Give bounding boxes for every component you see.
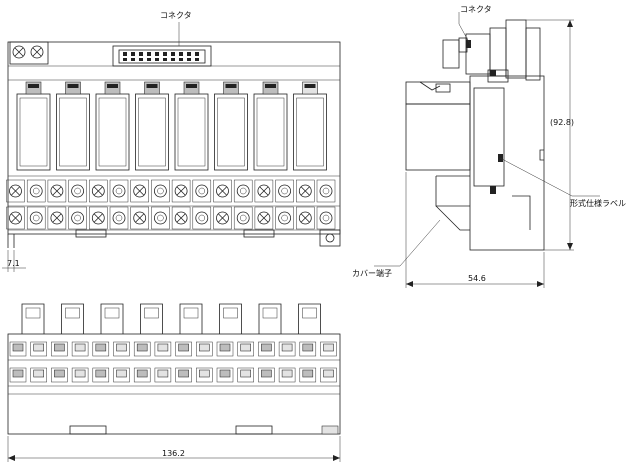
terminal-block [299,367,317,383]
terminal-block [51,341,68,357]
terminal-screw [68,179,87,203]
terminal-block [175,341,192,357]
terminal-screw [151,179,170,203]
depth-dimension: 54.6 [405,172,545,288]
relay [135,81,169,171]
terminal-block [154,367,172,383]
terminal-block [113,341,130,357]
terminal-screw [6,206,25,230]
terminal-screw [47,206,67,230]
terminal-block [299,341,317,357]
relay [293,81,327,171]
terminal-screw [254,206,274,230]
relay [174,81,209,171]
terminal-block [92,341,110,357]
terminal-screw [26,179,46,203]
terminal-screw [213,179,232,203]
height-dimension: (92.8) [526,19,574,251]
terminal-block [237,367,254,383]
terminal-block [258,367,275,383]
side-connector-label: コネクタ [460,5,492,14]
terminal-block [30,367,47,383]
front-connector [112,45,212,67]
terminal-block [154,341,172,357]
terminal-screw [26,206,46,230]
terminal-screw [130,206,149,230]
terminal-block [133,367,151,383]
top-screw-2 [30,45,44,59]
terminal-screw [89,206,108,230]
terminal-block [278,367,296,383]
terminal-screw [6,179,25,203]
terminal-screw [171,179,191,203]
pitch-dimension: 7.1 [2,250,26,272]
relay [95,81,130,171]
terminal-screw [109,206,129,230]
pitch-label: 7.1 [7,259,20,268]
width-label: 136.2 [162,449,185,458]
terminal-screw [316,206,336,230]
relay [214,81,248,171]
model-label-text: 形式仕様ラベル [570,198,626,208]
terminal-block [320,341,337,357]
terminal-screw [213,206,232,230]
terminal-screw [275,206,294,230]
depth-label: 54.6 [468,274,486,283]
terminal-block [92,367,110,383]
terminal-screw [296,179,315,203]
terminal-screw [47,179,67,203]
terminal-screw [316,179,336,203]
relay [253,81,288,171]
terminal-screw [233,179,253,203]
terminal-block [237,341,254,357]
terminal-block [320,367,337,383]
side-connector-callout: コネクタ [458,5,492,45]
terminal-screw [192,206,212,230]
terminal-block [9,341,27,357]
terminal-block [71,341,89,357]
terminal-block [51,367,68,383]
relay [16,81,51,171]
height-label: (92.8) [550,118,574,127]
cover-terminal-label: カバー端子 [352,268,392,278]
terminal-screw [109,179,129,203]
front-connector-callout: コネクタ [160,11,192,46]
front-view [6,41,341,248]
terminal-block [113,367,130,383]
bottom-view [7,303,341,435]
terminal-screw [254,179,274,203]
terminal-block [216,367,234,383]
terminal-block [175,367,192,383]
terminal-block [30,341,47,357]
terminal-block [133,341,151,357]
terminal-block [9,367,27,383]
cover-terminal-callout: カバー端子 [352,219,441,278]
relay [56,81,90,171]
terminal-screw [296,206,315,230]
terminal-screw [89,179,108,203]
terminal-screw [171,206,191,230]
terminal-screw [275,179,294,203]
terminal-screw [151,206,170,230]
side-view [405,19,545,251]
front-connector-label: コネクタ [160,11,192,20]
top-screw-1 [12,45,26,59]
terminal-block [278,341,296,357]
terminal-block [196,367,213,383]
terminal-block [71,367,89,383]
terminal-block [258,341,275,357]
front-body-outline [7,41,341,235]
terminal-screw [130,179,149,203]
terminal-screw [68,206,87,230]
terminal-screw [233,206,253,230]
terminal-block [216,341,234,357]
model-label-callout: 形式仕様ラベル [499,157,626,208]
terminal-block [196,341,213,357]
terminal-screw [192,179,212,203]
width-dimension: 136.2 [7,436,341,462]
